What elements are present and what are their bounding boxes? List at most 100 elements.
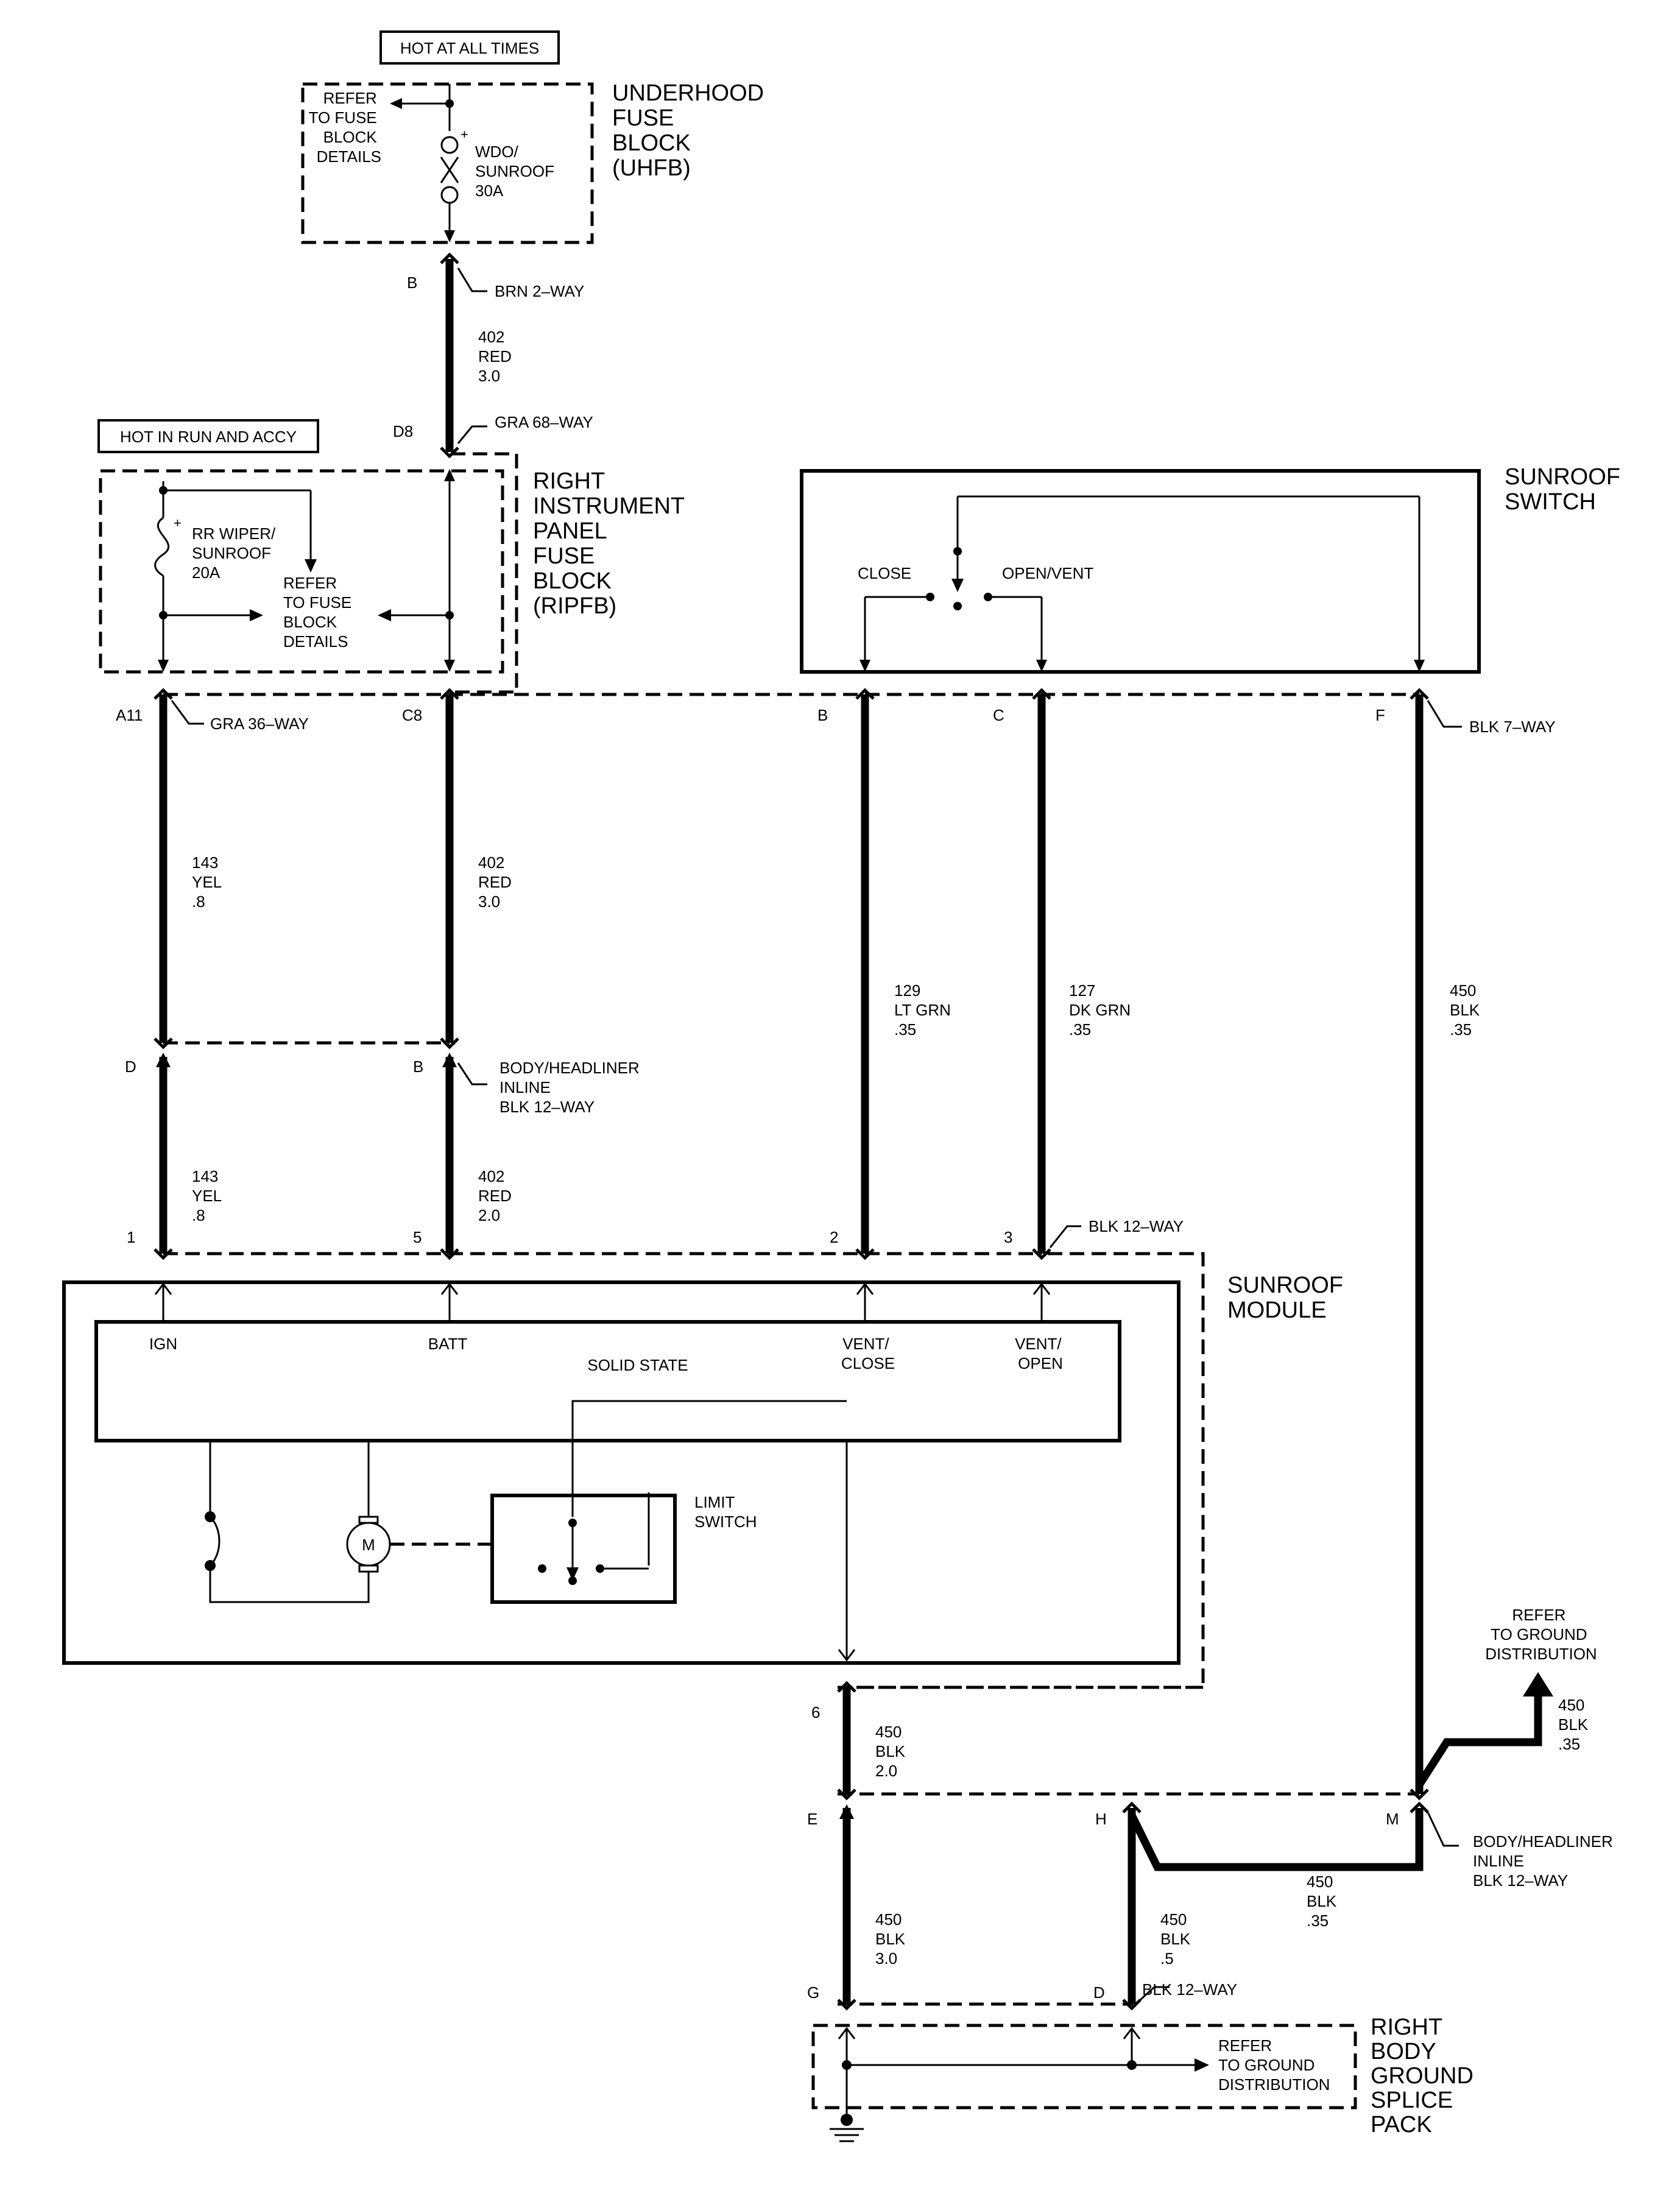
wire-label-450-switch: 450 BLK .35: [1450, 981, 1484, 1039]
svg-text:+: +: [461, 127, 468, 142]
uhfb-refer-arrow: [390, 98, 402, 109]
terminal-6: [837, 1681, 856, 1693]
sunroof-switch: SUNROOF SWITCH CLOSE OPEN/VENT: [800, 464, 1627, 674]
ripfb-title: RIGHT INSTRUMENT PANEL FUSE BLOCK (RIPFB…: [533, 468, 691, 619]
wires: [159, 259, 1553, 2004]
terminal-b-inline-top: [440, 1037, 459, 1050]
module-ign-label: IGN: [149, 1335, 177, 1353]
terminal-b-switch: [855, 688, 875, 700]
solid-state-box: [94, 1320, 1121, 1442]
ground-splice-title: RIGHT BODY GROUND SPLICE PACK: [1371, 2014, 1480, 2138]
terminal-d-inline-top: [154, 1037, 173, 1050]
terminal-m: [1410, 1801, 1429, 1813]
terminal-c8: [440, 688, 459, 700]
pin-6: 6: [811, 1703, 820, 1721]
ground-icon: [841, 2114, 853, 2126]
limit-switch-contact-icon: [538, 1564, 546, 1573]
pin-d-inline: D: [125, 1057, 136, 1076]
wire-label-402-top: 402 RED 3.0: [478, 328, 516, 385]
motor-label: M: [362, 1536, 375, 1554]
wire-label-450-ground: 450 BLK .35: [1558, 1696, 1592, 1753]
hot-at-all-times-label: HOT AT ALL TIMES: [400, 39, 539, 57]
module-vent-open-label: VENT/ OPEN: [1015, 1335, 1066, 1372]
module-solid-state-label: SOLID STATE: [587, 1356, 688, 1374]
pin-e: E: [807, 1810, 817, 1828]
ripfb-fuse-icon: [154, 517, 169, 577]
wire-labels: 402 RED 3.0 143 YEL .8 402 RED 3.0 129 L…: [192, 328, 1592, 1968]
pin-c8: C8: [402, 706, 422, 724]
wire-label-127: 127 DK GRN .35: [1069, 981, 1135, 1039]
module-batt-label: BATT: [428, 1335, 468, 1353]
connector-body-headliner-1: BODY/HEADLINER INLINE BLK 12–WAY: [499, 1059, 644, 1116]
connector-body-headliner-2: BODY/HEADLINER INLINE BLK 12–WAY: [1473, 1832, 1617, 1890]
right-body-ground-splice-pack: RIGHT BODY GROUND SPLICE PACK REFER TO G…: [811, 2014, 1480, 2142]
terminal-h: [1122, 1801, 1142, 1813]
terminal-b-top: [440, 252, 459, 264]
ground-refer-text: REFER TO GROUND DISTRIBUTION: [1485, 1606, 1597, 1663]
limit-switch-box: [490, 1494, 677, 1604]
pin-1: 1: [127, 1228, 135, 1246]
wire-label-402-c: 402 RED 2.0: [478, 1167, 516, 1224]
sunroof-module-title: SUNROOF MODULE: [1227, 1273, 1350, 1323]
pin-5: 5: [413, 1228, 422, 1246]
wire-label-450-h: 450 BLK .5: [1160, 1910, 1195, 1968]
pin-b-top: B: [407, 274, 417, 292]
connector-lines: [163, 693, 1419, 2006]
terminal-1: [154, 1248, 173, 1260]
connector-blk-12-way-a: BLK 12–WAY: [1089, 1217, 1184, 1235]
wire-label-129: 129 LT GRN .35: [894, 981, 955, 1039]
uhfb-title: UNDERHOOD FUSE BLOCK (UHFB): [612, 80, 771, 181]
wire-label-450-hm: 450 BLK .35: [1307, 1873, 1341, 1930]
wire-label-450-module: 450 BLK 2.0: [875, 1723, 909, 1780]
uhfb-fuse-icon: [440, 136, 459, 154]
ground-splice-refer-text: REFER TO GROUND DISTRIBUTION: [1218, 2036, 1330, 2094]
terminal-c-switch: [1032, 688, 1051, 700]
connector-terminals: [154, 252, 1429, 2011]
wire-450-blk-ground-refer: [1416, 1690, 1542, 1787]
circuit-breaker-icon: [205, 1511, 216, 1522]
terminal-f-switch: [1410, 688, 1429, 700]
uhfb-fuse-label: WDO/ SUNROOF 30A: [475, 143, 559, 200]
switch-open-vent-label: OPEN/VENT: [1002, 564, 1093, 582]
terminal-3: [1032, 1248, 1051, 1260]
terminal-5: [440, 1248, 459, 1260]
pin-c-switch: C: [993, 706, 1004, 724]
connector-blk-7-way: BLK 7–WAY: [1469, 718, 1556, 736]
uhfb-refer-text: REFER TO FUSE BLOCK DETAILS: [309, 89, 381, 166]
hot-at-all-times-box: HOT AT ALL TIMES: [379, 30, 560, 65]
hot-in-run-accy-box: HOT IN RUN AND ACCY: [97, 419, 319, 453]
sunroof-switch-title: SUNROOF SWITCH: [1505, 464, 1627, 515]
terminal-2: [855, 1248, 875, 1260]
terminal-d-low: [1122, 1999, 1142, 2011]
wire-label-402-b: 402 RED 3.0: [478, 853, 516, 911]
terminal-g: [837, 1999, 856, 2011]
connector-labels: BRN 2–WAY GRA 68–WAY GRA 36–WAY BLK 7–WA…: [171, 267, 1617, 2001]
limit-switch-label: LIMIT SWITCH: [694, 1493, 757, 1531]
terminal-m-top: [1410, 1788, 1429, 1801]
ripfb-fuse-label: RR WIPER/ SUNROOF 20A: [192, 524, 280, 582]
pin-g: G: [807, 1983, 819, 2002]
right-ip-fuse-block: RIGHT INSTRUMENT PANEL FUSE BLOCK (RIPFB…: [99, 452, 691, 694]
sunroof-module: SUNROOF MODULE IGN BATT SOLID STATE VENT…: [62, 1252, 1350, 1689]
pin-labels: B D8 A11 C8 B C F D B 1 5 2 3 6 E H M G …: [116, 274, 1399, 2002]
hot-in-run-accy-label: HOT IN RUN AND ACCY: [120, 428, 297, 446]
module-vent-close-label: VENT/ CLOSE: [841, 1335, 895, 1372]
ripfb-refer-text: REFER TO FUSE BLOCK DETAILS: [283, 574, 356, 651]
connector-blk-12-way-b: BLK 12–WAY: [1142, 1980, 1237, 1999]
pin-3: 3: [1004, 1228, 1012, 1246]
pin-d8: D8: [393, 422, 413, 440]
pin-d-low: D: [1093, 1983, 1105, 2002]
terminal-a11: [154, 688, 173, 700]
underhood-fuse-block: UNDERHOOD FUSE BLOCK (UHFB) REFER TO FUS…: [301, 80, 771, 244]
wire-label-143-b: 143 YEL .8: [192, 1167, 225, 1224]
terminal-d8: [440, 447, 459, 459]
connector-brn-2-way: BRN 2–WAY: [495, 282, 584, 300]
terminal-e-top: [837, 1788, 856, 1801]
wire-label-450-e: 450 BLK 3.0: [875, 1910, 909, 1968]
svg-text:+: +: [174, 515, 182, 531]
pin-m: M: [1386, 1810, 1399, 1828]
wire-label-143-a: 143 YEL .8: [192, 853, 225, 911]
switch-close-label: CLOSE: [858, 564, 911, 582]
pin-2: 2: [830, 1228, 838, 1246]
